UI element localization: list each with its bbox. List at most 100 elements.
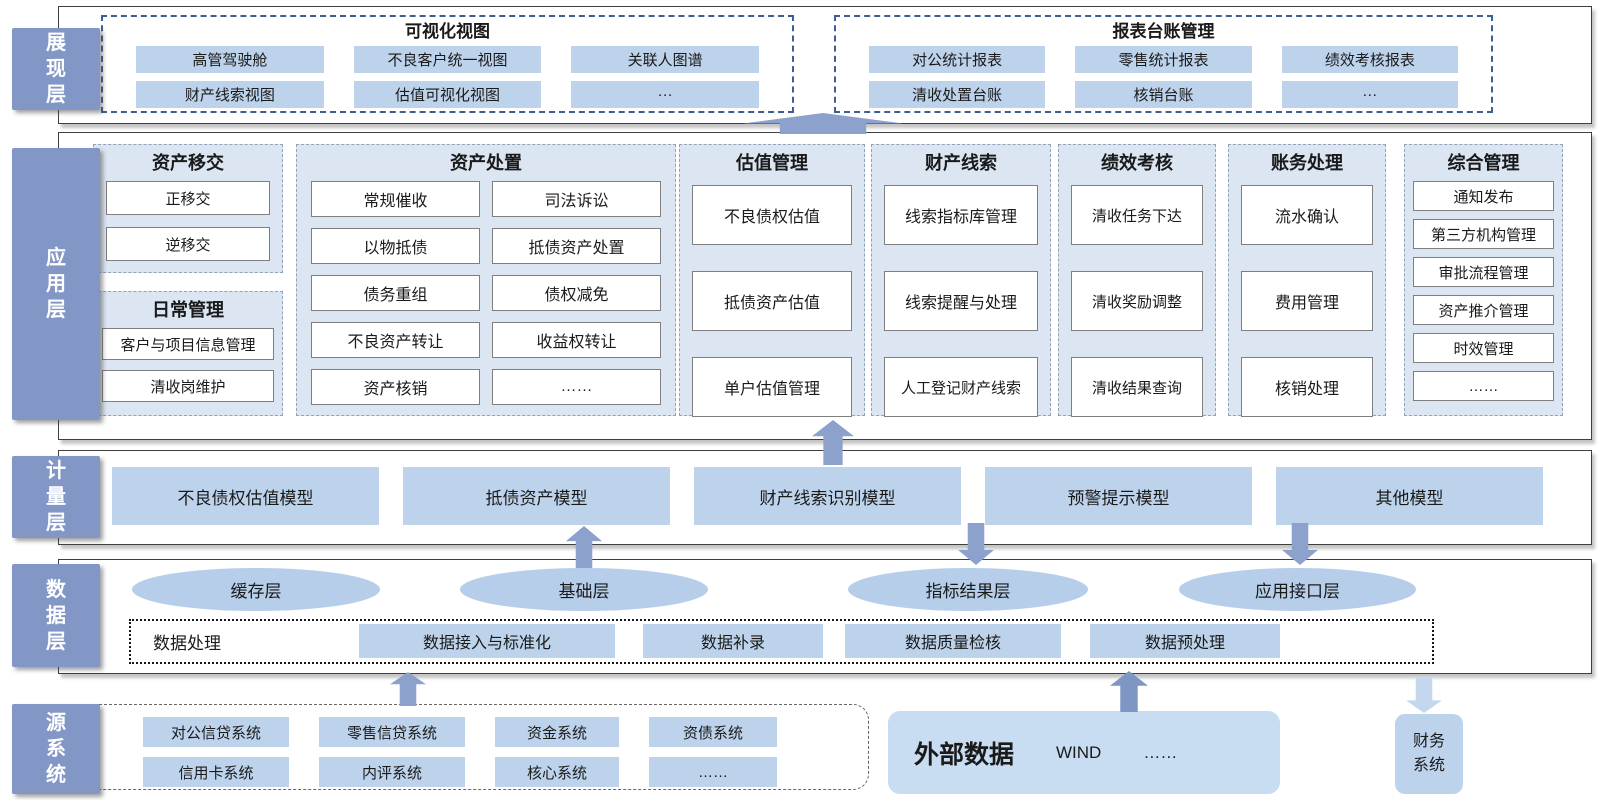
property-clue-group: 财产线索 线索指标库管理 线索提醒与处理 人工登记财产线索 [871, 144, 1051, 417]
diagram-node: 估值可视化视图 [353, 81, 542, 108]
diagram-node: 清收奖励调整 [1071, 271, 1203, 331]
diagram-node: 不良债权估值 [692, 185, 852, 245]
diagram-node: 不良客户统一视图 [353, 46, 542, 73]
performance-assessment-group: 绩效考核 清收任务下达 清收奖励调整 清收结果查询 [1058, 144, 1216, 417]
model-node: 其他模型 [1276, 467, 1543, 525]
visualization-views-group: 可视化视图 高管驾驶舱 不良客户统一视图 关联人图谱 财产线索视图 估值可视化视… [101, 15, 794, 113]
data-layer-band: 缓存层 基础层 指标结果层 应用接口层 数据处理 数据接入与标准化 数据补录 数… [58, 559, 1592, 674]
diagram-node: 核销处理 [1241, 357, 1373, 417]
diagram-node: 资产核销 [311, 369, 480, 405]
data-store-ellipse: 应用接口层 [1179, 568, 1416, 611]
application-layer-band: 资产移交 正移交 逆移交 日常管理 客户与项目信息管理 清收岗维护 资产处置 常… [58, 132, 1592, 440]
diagram-node: 数据补录 [643, 624, 823, 658]
measurement-layer-band: 不良债权估值模型 抵债资产模型 财产线索识别模型 预警提示模型 其他模型 [58, 450, 1592, 545]
layer-tab-application: 应用层 [12, 148, 100, 420]
diagram-node-ellipsis: …… [1413, 371, 1554, 401]
diagram-node: 单户估值管理 [692, 357, 852, 417]
diagram-node: 清收处置台账 [869, 81, 1046, 108]
diagram-node: 常规催收 [311, 181, 480, 217]
application-column-left: 资产移交 正移交 逆移交 日常管理 客户与项目信息管理 清收岗维护 [93, 144, 283, 416]
valuation-management-group: 估值管理 不良债权估值 抵债资产估值 单户估值管理 [679, 144, 865, 417]
diagram-node: 审批流程管理 [1413, 257, 1554, 287]
source-system-node: 资债系统 [649, 717, 777, 747]
external-vendor-ellipsis: …… [1143, 742, 1178, 762]
diagram-node: 第三方机构管理 [1413, 219, 1554, 249]
layer-tab-presentation: 展现层 [12, 28, 100, 110]
group-title: 资产移交 [152, 153, 224, 173]
diagram-node: 绩效考核报表 [1281, 46, 1458, 73]
diagram-node: 数据接入与标准化 [359, 624, 615, 658]
arrow-source-to-data [390, 672, 426, 706]
source-system-node: 零售信贷系统 [319, 717, 465, 747]
diagram-node: 对公统计报表 [869, 46, 1046, 73]
model-node: 抵债资产模型 [403, 467, 670, 525]
diagram-node: 核销台账 [1075, 81, 1252, 108]
source-system-node: 资金系统 [495, 717, 619, 747]
diagram-node: 逆移交 [106, 227, 270, 261]
source-system-node: 核心系统 [495, 757, 619, 787]
group-title: 综合管理 [1447, 153, 1520, 173]
diagram-node-ellipsis: ··· [1281, 81, 1458, 108]
diagram-node-ellipsis: ··· [571, 81, 759, 108]
diagram-node: 以物抵债 [311, 228, 480, 264]
diagram-node: 人工登记财产线索 [884, 357, 1038, 417]
data-processing-box: 数据处理 数据接入与标准化 数据补录 数据质量检核 数据预处理 [129, 619, 1434, 664]
model-node: 预警提示模型 [985, 467, 1252, 525]
source-system-node: 对公信贷系统 [143, 717, 289, 747]
comprehensive-management-group: 综合管理 通知发布 第三方机构管理 审批流程管理 资产推介管理 时效管理 …… [1404, 144, 1563, 416]
group-title: 绩效考核 [1101, 153, 1173, 173]
arrow-external-to-data [1110, 671, 1148, 712]
group-title: 财产线索 [925, 153, 997, 173]
finance-system-box: 财务系统 [1395, 714, 1463, 794]
group-title: 账务处理 [1271, 153, 1343, 173]
diagram-node: 资产推介管理 [1413, 295, 1554, 325]
diagram-node: 零售统计报表 [1075, 46, 1252, 73]
arrow-application-to-presentation [743, 113, 903, 134]
diagram-node: 清收岗维护 [102, 370, 274, 402]
diagram-node: 财产线索视图 [136, 81, 324, 108]
arrow-data-to-finance [1406, 678, 1442, 713]
diagram-node: 司法诉讼 [492, 181, 661, 217]
layer-tab-data: 数据层 [12, 564, 100, 667]
group-title: 日常管理 [152, 300, 224, 320]
data-store-ellipse: 基础层 [460, 568, 708, 611]
diagram-node: 数据质量检核 [845, 624, 1061, 658]
external-vendor: WIND [1056, 742, 1102, 762]
data-store-ellipse: 指标结果层 [848, 568, 1088, 611]
diagram-node: 清收任务下达 [1071, 185, 1203, 245]
finance-system-label: 财务系统 [1412, 733, 1445, 774]
source-systems-box: 对公信贷系统 零售信贷系统 资金系统 资债系统 信用卡系统 内评系统 核心系统 … [58, 704, 869, 790]
source-system-node: 信用卡系统 [143, 757, 289, 787]
data-processing-label: 数据处理 [153, 633, 221, 653]
diagram-node: 清收结果查询 [1071, 357, 1203, 417]
source-system-node: 内评系统 [319, 757, 465, 787]
asset-transfer-group: 资产移交 正移交 逆移交 [93, 144, 283, 273]
diagram-node: 不良资产转让 [311, 322, 480, 358]
source-system-node-ellipsis: …… [649, 757, 777, 787]
diagram-node: 正移交 [106, 181, 270, 215]
diagram-node: 抵债资产估值 [692, 271, 852, 331]
presentation-layer-band: 可视化视图 高管驾驶舱 不良客户统一视图 关联人图谱 财产线索视图 估值可视化视… [58, 6, 1592, 124]
diagram-node: 时效管理 [1413, 333, 1554, 363]
diagram-node: 费用管理 [1241, 271, 1373, 331]
model-node: 财产线索识别模型 [694, 467, 961, 525]
diagram-node: 收益权转让 [492, 322, 661, 358]
diagram-node: 通知发布 [1413, 181, 1554, 211]
diagram-node: 线索提醒与处理 [884, 271, 1038, 331]
external-data-title: 外部数据 [914, 740, 1015, 769]
diagram-node: 客户与项目信息管理 [102, 328, 274, 360]
diagram-node: 关联人图谱 [571, 46, 759, 73]
group-items: 对公统计报表 零售统计报表 绩效考核报表 清收处置台账 核销台账 ··· [836, 44, 1491, 108]
diagram-node: 抵债资产处置 [492, 228, 661, 264]
diagram-node: 线索指标库管理 [884, 185, 1038, 245]
diagram-node: 高管驾驶舱 [136, 46, 324, 73]
diagram-node-ellipsis: …… [492, 369, 661, 405]
group-title: 资产处置 [450, 153, 522, 173]
diagram-node: 流水确认 [1241, 185, 1373, 245]
asset-disposal-group: 资产处置 常规催收 司法诉讼 以物抵债 抵债资产处置 债务重组 债权减免 不良资… [296, 144, 676, 416]
layer-tab-measurement: 计量层 [12, 456, 100, 538]
layer-tab-source: 源系统 [12, 704, 100, 794]
diagram-node: 数据预处理 [1090, 624, 1280, 658]
group-title: 可视化视图 [405, 22, 490, 41]
